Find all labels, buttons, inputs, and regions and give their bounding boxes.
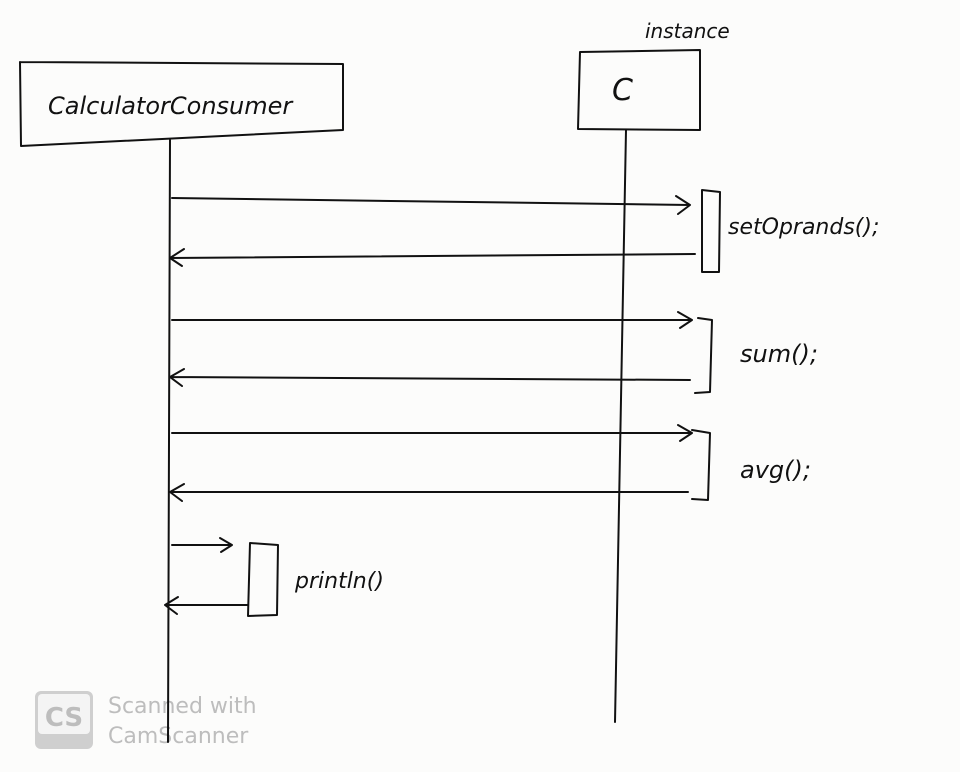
participant-c-instance: instance C xyxy=(577,19,730,723)
watermark-line1: Scanned with xyxy=(108,694,257,719)
activation-bar xyxy=(247,542,279,617)
message-avg: avg(); xyxy=(169,424,811,502)
return-arrow xyxy=(164,596,249,615)
message-label: println() xyxy=(294,569,384,594)
camscanner-watermark: CS Scanned with CamScanner xyxy=(35,691,257,749)
participant-calculator-consumer: CalculatorConsumer xyxy=(19,61,344,743)
activation-bar xyxy=(691,429,711,501)
activation-bar xyxy=(694,317,713,394)
message-setoprands: setOprands(); xyxy=(169,189,879,273)
call-arrow xyxy=(171,537,233,553)
message-sum: sum(); xyxy=(169,311,818,394)
call-arrow xyxy=(171,195,691,215)
call-arrow xyxy=(171,424,693,442)
return-arrow xyxy=(169,248,696,267)
watermark-line2: CamScanner xyxy=(108,724,249,749)
lifeline xyxy=(614,129,627,723)
message-label: sum(); xyxy=(740,340,818,368)
call-arrow xyxy=(171,311,693,329)
message-println: println() xyxy=(164,537,384,617)
participant-label: C xyxy=(612,73,633,108)
participant-stereotype: instance xyxy=(645,19,730,43)
participant-box xyxy=(19,61,344,147)
message-label: avg(); xyxy=(740,456,811,484)
message-label: setOprands(); xyxy=(728,215,879,240)
activation-bar xyxy=(701,189,721,273)
return-arrow xyxy=(169,483,689,502)
lifeline xyxy=(167,139,171,743)
watermark-logo-text: CS xyxy=(45,703,83,733)
participant-label: CalculatorConsumer xyxy=(48,92,294,120)
participant-box xyxy=(577,49,701,131)
return-arrow xyxy=(169,368,691,387)
